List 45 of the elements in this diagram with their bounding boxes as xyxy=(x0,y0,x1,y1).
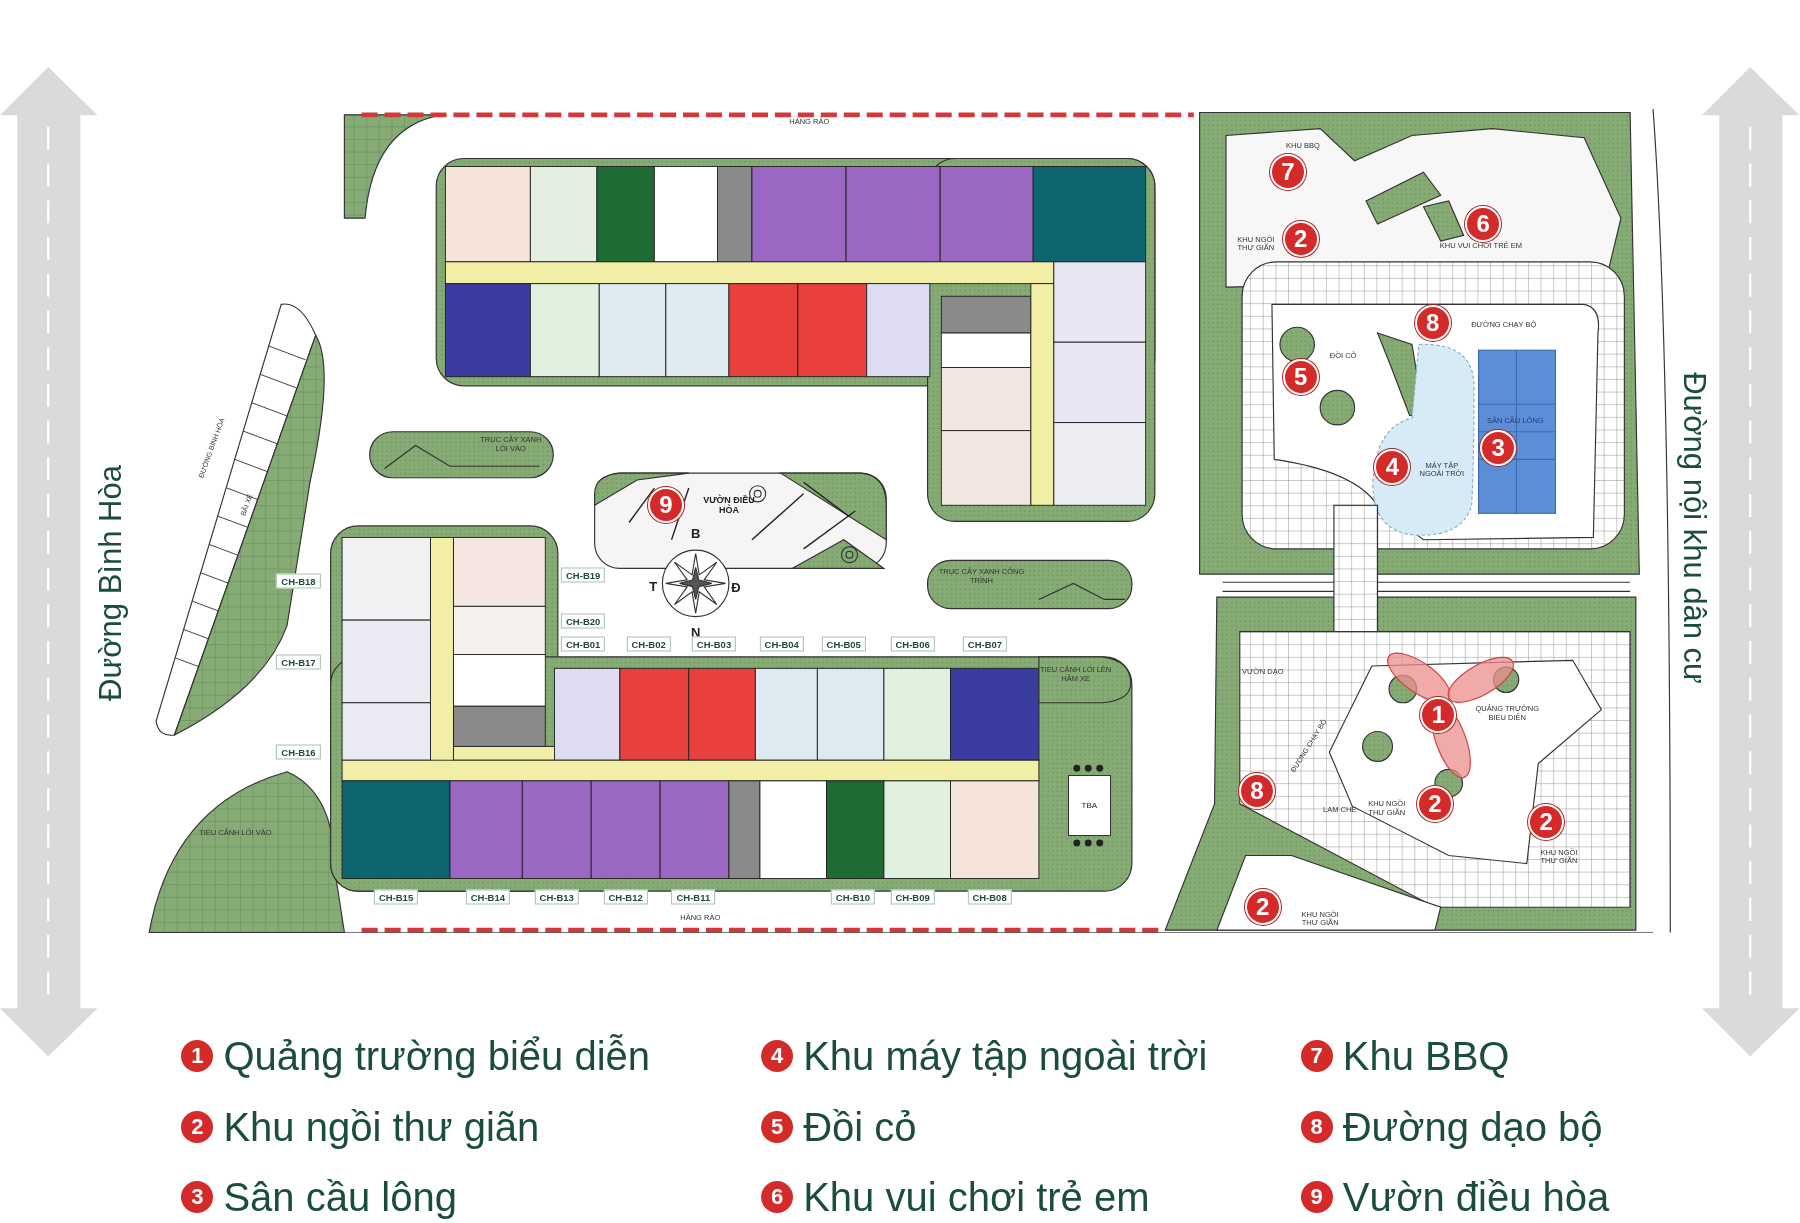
area-label: VƯỜN ĐIỀU HÒA xyxy=(702,494,755,516)
unit-tag: CH-B05 xyxy=(821,636,866,652)
compass-letter: T xyxy=(649,579,658,595)
number-marker: 3 xyxy=(181,1181,214,1214)
key-description: Sân cầu lông xyxy=(223,1174,457,1220)
number-marker: 7 xyxy=(1300,1040,1333,1073)
key-description: Vườn điều hòa xyxy=(1342,1174,1610,1220)
unit-tag: CH-B08 xyxy=(967,889,1012,905)
number-marker: 9 xyxy=(1300,1181,1333,1214)
key-description: Khu vui chơi trẻ em xyxy=(803,1174,1150,1220)
unit-tag: CH-B17 xyxy=(276,654,321,670)
unit-tag: CH-B14 xyxy=(465,889,511,905)
unit-tag: CH-B16 xyxy=(276,744,321,760)
unit-tag: CH-B18 xyxy=(276,573,321,589)
key-description: Đồi cỏ xyxy=(803,1104,917,1150)
unit-tag: CH-B02 xyxy=(626,636,671,652)
key-description: Quảng trường biểu diễn xyxy=(223,1033,651,1079)
road-name: Đường nội khu dân cư xyxy=(1676,372,1713,684)
unit-tag: CH-B15 xyxy=(373,889,419,905)
unit-tag: CH-B03 xyxy=(691,636,737,652)
unit-tag: CH-B09 xyxy=(890,889,935,905)
unit-tag: CH-B13 xyxy=(534,889,579,905)
unit-tag: CH-B19 xyxy=(561,567,606,583)
road-name: Đường Bình Hòa xyxy=(93,465,130,702)
unit-tag: CH-B06 xyxy=(890,636,935,652)
substation-box: TBA xyxy=(1067,774,1112,836)
unit-tag: CH-B12 xyxy=(603,889,648,905)
number-marker: 8 xyxy=(1300,1111,1333,1144)
unit-tag: CH-B01 xyxy=(561,636,606,652)
compass-letter: B xyxy=(690,526,701,542)
key-description: Đường dạo bộ xyxy=(1342,1104,1603,1150)
unit-tag: CH-B07 xyxy=(962,636,1008,652)
unit-tag: CH-B20 xyxy=(561,613,606,629)
key-description: Khu ngồi thư giãn xyxy=(223,1104,540,1150)
number-marker: 4 xyxy=(761,1040,794,1073)
unit-tag: CH-B04 xyxy=(759,636,804,652)
number-marker: 1 xyxy=(181,1040,214,1073)
unit-tag: CH-B10 xyxy=(830,889,876,905)
unit-tag: CH-B11 xyxy=(671,889,716,905)
number-marker: 5 xyxy=(761,1111,794,1144)
compass-letter: Đ xyxy=(731,580,741,596)
number-marker: 2 xyxy=(181,1111,214,1144)
key-description: Khu máy tập ngoài trời xyxy=(803,1033,1208,1079)
key-description: Khu BBQ xyxy=(1342,1033,1510,1079)
number-marker: 6 xyxy=(761,1181,794,1214)
